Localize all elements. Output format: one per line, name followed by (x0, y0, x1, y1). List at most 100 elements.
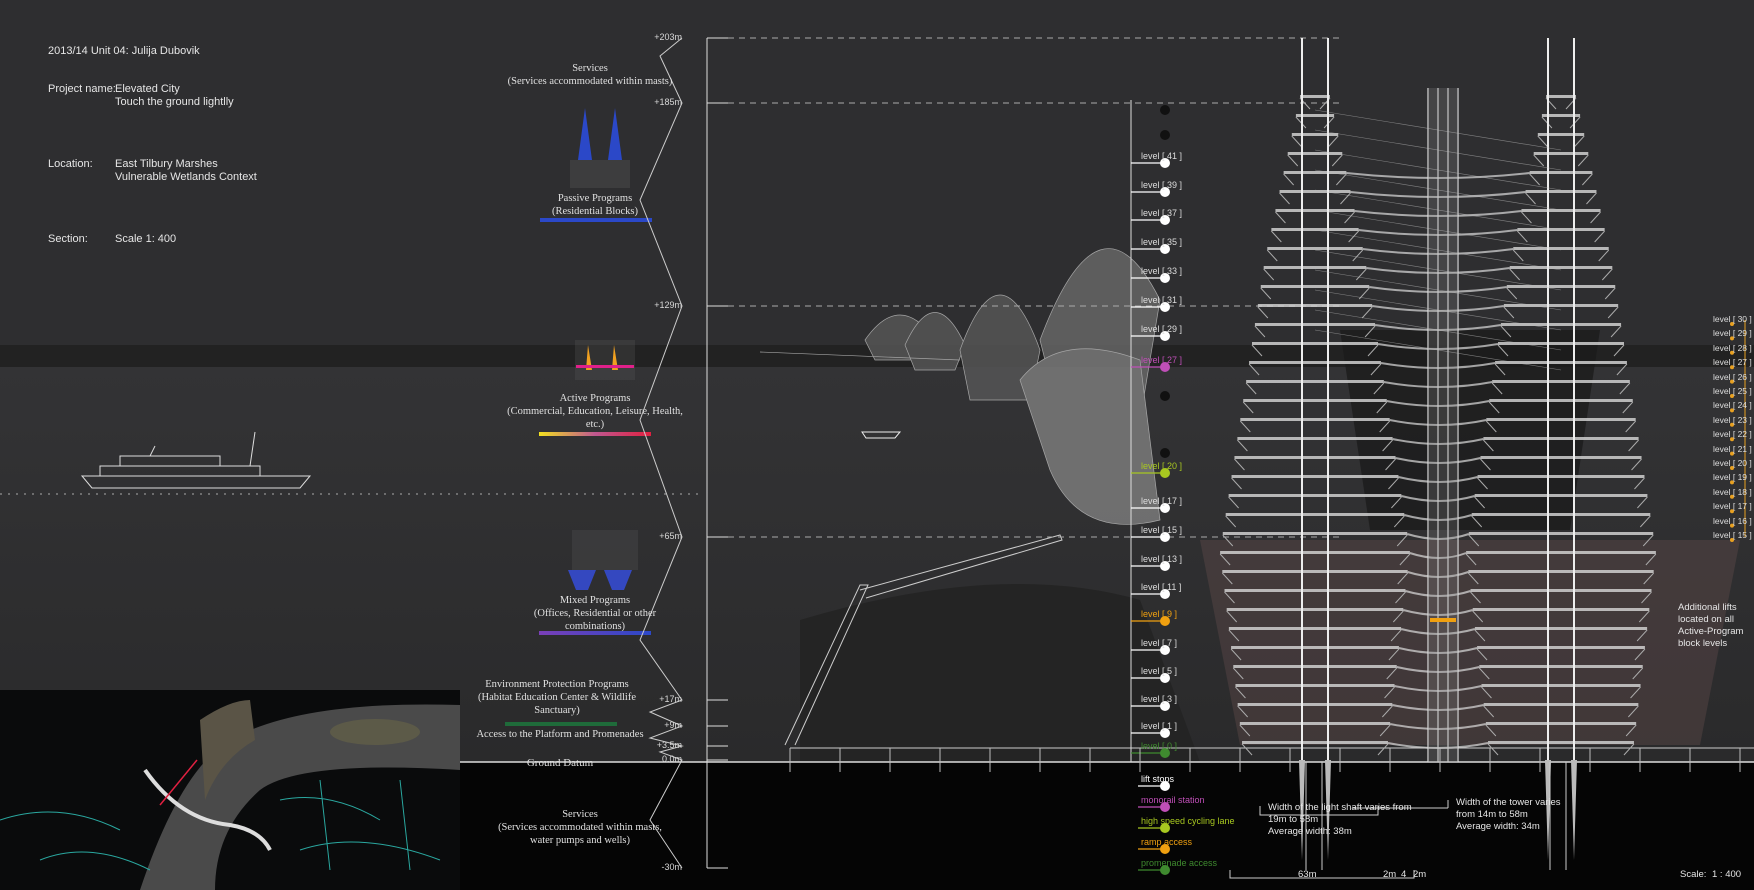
elevation-label: +203m (654, 32, 682, 42)
right-level-marker (1730, 538, 1734, 542)
program-active: Active Programs(Commercial, Education, L… (507, 393, 683, 430)
right-level-label: level [ 15 ] (1713, 530, 1752, 540)
level-marker-empty (1160, 130, 1170, 140)
right-level-label: level [ 21 ] (1713, 443, 1752, 454)
level-marker-lift (1160, 589, 1170, 599)
legend-marker (1160, 802, 1170, 812)
level-marker-lift (1160, 561, 1170, 571)
section-label: Section: (48, 233, 88, 245)
project-subtitle: Touch the ground lightlly (115, 96, 234, 108)
level-marker-lift (1160, 645, 1170, 655)
right-level-marker (1730, 509, 1734, 514)
right-level-marker (1730, 422, 1734, 427)
right-level-label: level [ 23 ] (1713, 414, 1752, 425)
level-label: level [ 5 ] (1141, 666, 1178, 676)
right-level-label: level [ 16 ] (1713, 515, 1752, 526)
level-marker-lift (1160, 673, 1170, 683)
dimension-2m-b: 2m (1413, 869, 1427, 880)
dimension-2m-a: 2m (1383, 869, 1397, 880)
right-level-label: level [ 30 ] (1713, 314, 1752, 324)
level-marker-ramp (1160, 616, 1170, 626)
program-passive: Passive Programs(Residential Blocks) (551, 193, 639, 217)
environment-program-bar (505, 722, 617, 726)
level-label: level [ 11 ] (1141, 582, 1182, 592)
legend-item: high speed cycling lane (1141, 816, 1235, 826)
right-level-marker (1730, 494, 1734, 499)
level-marker-lift (1160, 701, 1170, 711)
level-label: level [ 9 ] (1141, 609, 1178, 619)
ship-illustration (80, 431, 312, 489)
scale-value: 1 : 400 (1712, 869, 1742, 880)
elevation-label: +185m (654, 97, 682, 107)
project-label: Project name: (48, 83, 116, 95)
mixed-program-icon (568, 530, 638, 590)
right-level-marker (1730, 336, 1734, 341)
level-label: level [ 17 ] (1141, 496, 1183, 506)
level-marker-lift (1160, 244, 1170, 254)
right-level-marker (1730, 350, 1734, 355)
elevation-label: 0.0m (661, 754, 682, 764)
elevation-label: +3.5m (656, 740, 682, 750)
level-marker-monorail (1160, 362, 1170, 372)
small-boat (861, 431, 902, 439)
location-name: East Tilbury Marshes (115, 158, 218, 170)
level-label: level [ 33 ] (1141, 266, 1183, 276)
right-level-label: level [ 25 ] (1713, 386, 1752, 396)
right-level-label: level [ 28 ] (1713, 342, 1752, 353)
background-buildings (759, 248, 1161, 525)
location-label: Location: (48, 158, 93, 170)
legend-marker (1160, 844, 1170, 854)
scale-label: Scale: (1680, 869, 1707, 880)
level-label: level [ 15 ] (1141, 525, 1183, 535)
level-label: level [ 41 ] (1141, 151, 1183, 161)
site-map-inset (0, 690, 460, 890)
tower-section (1200, 38, 1740, 860)
legend-item: lift stops (1141, 774, 1175, 784)
credit: 2013/14 Unit 04: Julija Dubovik (48, 45, 200, 57)
level-marker-lift (1160, 302, 1170, 312)
elevation-label: +9m (664, 720, 682, 730)
right-level-marker (1730, 437, 1734, 442)
right-level-label: level [ 20 ] (1713, 458, 1752, 468)
project-name: Elevated City (115, 83, 180, 95)
lifts-note: Additional lifts located on all Active-P… (1678, 602, 1744, 649)
level-marker-lift (1160, 273, 1170, 283)
right-level-marker (1730, 394, 1734, 398)
right-level-label: level [ 26 ] (1713, 371, 1752, 382)
elevation-label: +65m (659, 531, 682, 541)
right-level-marker (1730, 379, 1734, 384)
right-level-marker (1730, 466, 1734, 470)
sky (0, 0, 1754, 360)
level-label: level [ 3 ] (1141, 694, 1178, 704)
level-label: level [ 31 ] (1141, 295, 1183, 305)
level-marker-lift (1160, 158, 1170, 168)
level-marker-empty (1160, 105, 1170, 115)
right-level-marker (1730, 523, 1734, 528)
elevation-label: +129m (654, 300, 682, 310)
program-services-top: Services(Services accommodated within ma… (507, 63, 673, 87)
legend-item: promenade access (1141, 858, 1218, 868)
legend-item: monorail station (1141, 795, 1205, 805)
active-program-bar (539, 432, 651, 436)
program-access: Access to the Platform and Promenades (476, 729, 644, 740)
ground-datum: Ground Datum (526, 757, 594, 769)
dimension-63m: 63m (1298, 869, 1317, 880)
legend-marker (1160, 865, 1170, 875)
level-marker-lift (1160, 532, 1170, 542)
right-level-label: level [ 24 ] (1713, 400, 1752, 411)
level-label: level [ 20 ] (1141, 461, 1183, 471)
elevation-label: -30m (661, 862, 682, 872)
level-label: level [ 35 ] (1141, 237, 1183, 247)
right-level-label: level [ 27 ] (1713, 357, 1752, 368)
right-level-label: level [ 17 ] (1713, 501, 1752, 512)
section-scale: Scale 1: 400 (115, 233, 177, 245)
level-label: level [ 27 ] (1141, 355, 1183, 365)
dimension-lines (1229, 762, 1567, 879)
level-label: level [ 39 ] (1141, 180, 1183, 190)
elevation-label: +17m (659, 694, 682, 704)
right-level-label: level [ 22 ] (1713, 429, 1752, 440)
program-mixed: Mixed Programs(Offices, Residential or o… (533, 595, 657, 632)
legend-marker (1160, 781, 1170, 791)
